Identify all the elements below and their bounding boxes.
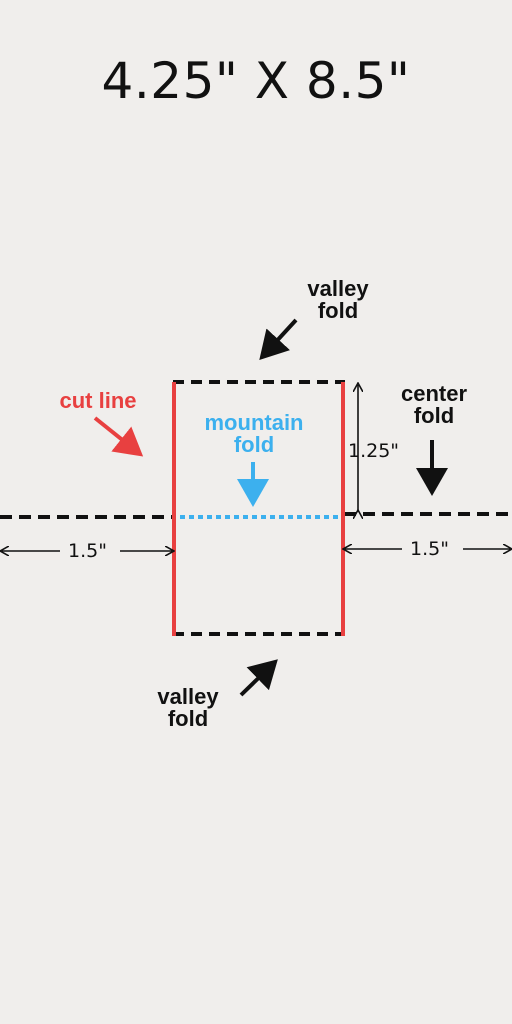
valley-fold-bottom-label: valley fold [157,684,219,731]
right-margin-label: 1.5" [410,538,449,560]
cut-line-arrow [93,416,144,457]
valley-fold-top-arrow [259,318,298,360]
left-margin-label: 1.5" [68,540,107,562]
mountain-fold-label: mountain fold [204,410,304,457]
cut-line-label: cut line [59,388,137,413]
height-dimension-label: 1.25" [348,440,400,462]
valley-fold-bottom-arrow [239,659,278,697]
valley-fold-top-label: valley fold [307,276,369,323]
page-title: 4.25" X 8.5" [101,52,411,110]
center-fold-label: center fold [400,381,468,428]
